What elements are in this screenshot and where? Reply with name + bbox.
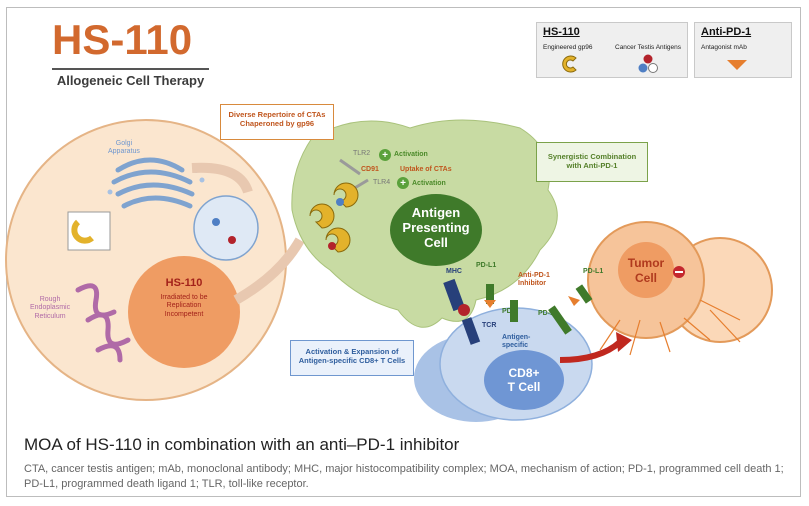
tumor-pdl1-label: PD-L1 <box>583 268 604 275</box>
antigen-specific-label: Antigen- specific <box>502 334 531 350</box>
hs110-core <box>128 256 240 368</box>
gp96-complexes <box>309 182 359 253</box>
callout-synergy: Synergistic Combination with Anti-PD-1 <box>536 142 648 182</box>
legend-gp96-label: Engineered gp96 <box>543 44 593 51</box>
callout-activation: Activation & Expansion of Antigen-specif… <box>290 340 414 376</box>
tcr-label: TCR <box>482 322 497 329</box>
callout-cta-repertoire: Diverse Repertoire of CTAs Chaperoned by… <box>220 104 334 140</box>
svg-text:+: + <box>382 150 388 161</box>
golgi-apparatus <box>111 157 195 209</box>
rough-er <box>75 283 131 363</box>
cd91-label: CD91 <box>361 166 379 173</box>
core-text: Irradiated to be Replication Incompetent <box>160 294 208 318</box>
tlr4-label: TLR4 <box>373 179 391 186</box>
legend-antipd1-label: Antagonist mAb <box>701 44 747 51</box>
apc-name: Antigen Presenting Cell <box>402 205 470 250</box>
pd1-label-b: PD-1 <box>538 310 554 317</box>
gp96-icon <box>562 55 577 73</box>
figure-footnote: CTA, cancer testis antigen; mAb, monoclo… <box>24 463 784 490</box>
tlr4-effect: Activation <box>412 180 446 187</box>
pdl1-label: PD-L1 <box>476 262 497 269</box>
pd1-label-a: PD-1 <box>502 308 518 315</box>
legend-hs110-title: HS-110 <box>543 26 580 38</box>
main-title: HS-110 <box>52 16 193 63</box>
legend-antipd1-title: Anti-PD-1 <box>701 26 752 38</box>
legend-cta-label: Cancer Testis Antigens <box>615 44 681 51</box>
tcell-name: CD8+ T Cell <box>507 366 541 395</box>
golgi-label: Golgi Apparatus <box>108 140 140 156</box>
cd91-effect: Uptake of CTAs <box>400 166 452 173</box>
anti-pd1-icon <box>727 60 747 70</box>
tlr2-label: TLR2 <box>353 150 371 157</box>
core-title: HS-110 <box>165 277 203 289</box>
cta-antigen-icon <box>638 54 658 73</box>
er-label: Rough Endoplasmic Reticulum <box>30 296 71 320</box>
legend-antipd1: Anti-PD-1 Antagonist mAb <box>694 22 792 78</box>
tlr2-effect: Activation <box>394 151 428 158</box>
tumor-name: Tumor Cell <box>627 256 665 285</box>
apc-nucleus <box>390 194 482 266</box>
vesicle <box>193 195 259 261</box>
tcell-nucleus <box>484 350 564 410</box>
svg-text:+: + <box>400 178 406 189</box>
inhibitor-label: Anti-PD-1 Inhibitor <box>518 272 550 288</box>
main-subtitle: Allogeneic Cell Therapy <box>52 68 209 88</box>
legend-hs110: HS-110 Engineered gp96 Cancer Testis Ant… <box>536 22 688 78</box>
figure-caption: MOA of HS-110 in combination with an ant… <box>24 435 460 454</box>
mhc-label: MHC <box>446 268 462 275</box>
